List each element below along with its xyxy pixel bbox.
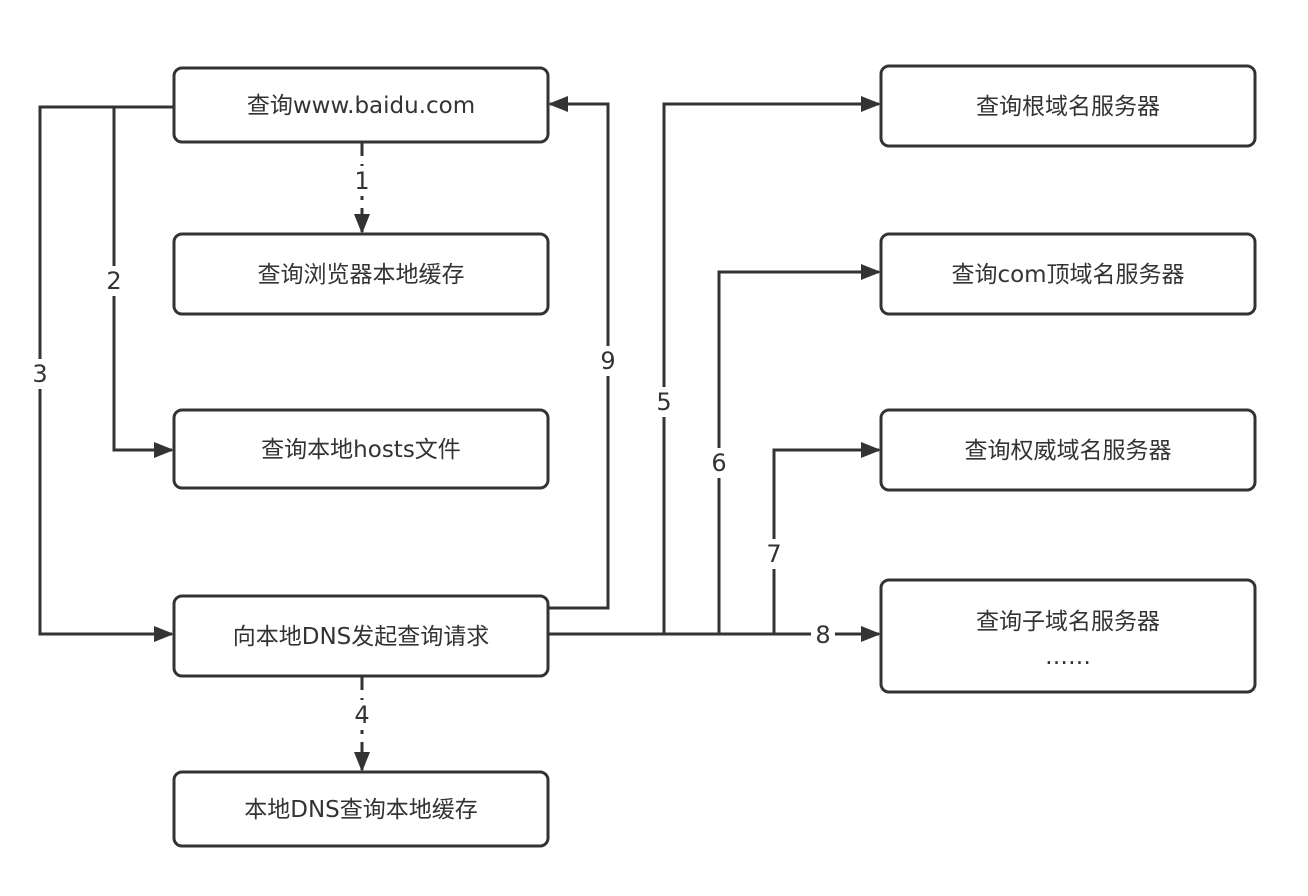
node-com-tld-server: 查询com顶域名服务器 [879,232,1257,316]
edge-label-9: 9 [600,347,615,375]
edge-label-2: 2 [106,267,121,295]
edge-label-1: 1 [354,167,369,195]
edge-label-8: 8 [815,621,830,649]
edge-label-4: 4 [354,701,369,729]
edge-6 [717,264,881,634]
edge-3 [38,105,174,642]
node-subdomain-ellipsis: …… [1045,644,1091,670]
node-local-dns-request: 向本地DNS发起查询请求 [172,594,550,678]
node-hosts-file: 查询本地hosts文件 [172,408,550,490]
node-root-server: 查询根域名服务器 [879,64,1257,148]
edge-2 [112,107,174,458]
node-authoritative-server: 查询权威域名服务器 [879,408,1257,492]
node-browser-cache-label: 查询浏览器本地缓存 [258,262,465,288]
node-local-dns-request-label: 向本地DNS发起查询请求 [233,624,490,650]
node-subdomain-server: 查询子域名服务器 …… [879,578,1257,694]
node-query-site-label: 查询www.baidu.com [247,93,475,119]
node-com-tld-server-label: 查询com顶域名服务器 [951,262,1184,288]
edge-5 [662,96,881,634]
node-local-dns-cache-label: 本地DNS查询本地缓存 [244,797,478,823]
edge-7 [772,442,881,634]
edge-label-3: 3 [32,360,47,388]
node-hosts-file-label: 查询本地hosts文件 [261,437,461,463]
node-subdomain-server-label: 查询子域名服务器 [976,609,1160,635]
edge-label-7: 7 [766,540,781,568]
node-query-site: 查询www.baidu.com [172,66,550,144]
node-authoritative-server-label: 查询权威域名服务器 [965,438,1172,464]
node-browser-cache: 查询浏览器本地缓存 [172,232,550,316]
edge-label-5: 5 [656,388,671,416]
edge-label-6: 6 [711,449,726,477]
node-local-dns-cache: 本地DNS查询本地缓存 [172,770,550,848]
node-root-server-label: 查询根域名服务器 [976,94,1160,120]
